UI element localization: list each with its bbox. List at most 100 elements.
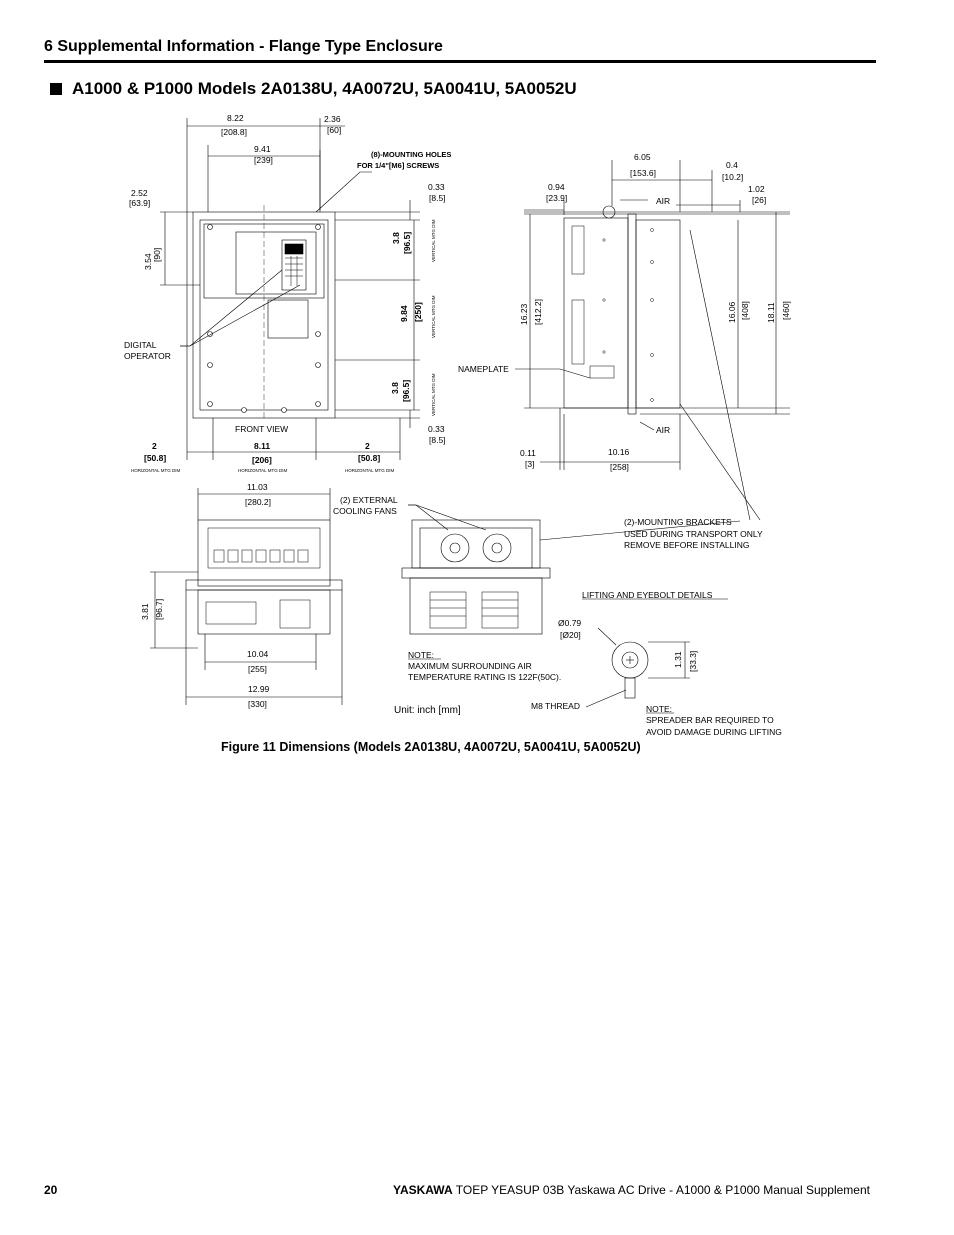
dimension-label: (2) EXTERNAL xyxy=(340,495,398,505)
dimension-label: MAXIMUM SURROUNDING AIR xyxy=(408,661,532,671)
bottom-left-flange xyxy=(185,579,343,591)
dimension-label: DIGITAL xyxy=(124,340,157,350)
bottom-view-text: 11.03 [280.2] (2) EXTERNAL COOLING FANS … xyxy=(140,482,782,737)
dimension-label: 2.52 xyxy=(131,188,148,198)
dimension-label: 2 xyxy=(365,441,370,451)
dimension-label: [3] xyxy=(525,459,534,469)
dimension-label: HORIZONTAL MTG DIM xyxy=(238,468,287,473)
dimension-label: AIR xyxy=(656,425,670,435)
dimension-label: [408] xyxy=(740,301,750,320)
dimension-label: [96.5] xyxy=(402,232,412,254)
dimension-label: [460] xyxy=(781,301,791,320)
dimension-label: 10.04 xyxy=(247,649,269,659)
dimension-label: M8 THREAD xyxy=(531,701,580,711)
dimension-label: 11.03 xyxy=(247,482,268,492)
side-view-text: 6.05 [153.6] 0.4 [10.2] 0.94 [23.9] 1.02… xyxy=(458,152,791,472)
keypad-display xyxy=(284,243,304,255)
cooling-fan-left-icon xyxy=(440,533,470,563)
dimension-label: VERTICAL MTG DIM xyxy=(431,373,436,416)
dimension-label: 0.11 xyxy=(520,448,536,458)
front-label-area xyxy=(267,299,309,339)
dimension-label: [239] xyxy=(254,155,273,165)
page-number: 20 xyxy=(44,1183,58,1197)
side-heatsink xyxy=(635,219,681,409)
dimension-label: [412.2] xyxy=(533,299,543,325)
dimension-label: [10.2] xyxy=(722,172,743,182)
dimension-label: COOLING FANS xyxy=(333,506,397,516)
page-footer: 20 YASKAWA TOEP YEASUP 03B Yaskawa AC Dr… xyxy=(44,1183,870,1197)
dimension-label: REMOVE BEFORE INSTALLING xyxy=(624,540,749,550)
dimension-label: [208.8] xyxy=(221,127,247,137)
dimension-label: [90] xyxy=(152,248,162,262)
footer-text: YASKAWA TOEP YEASUP 03B Yaskawa AC Drive… xyxy=(393,1183,870,1197)
dimension-label: 0.33 xyxy=(428,182,445,192)
bottom-view-right xyxy=(401,504,741,635)
bottom-right-body xyxy=(409,577,543,635)
front-view-text: 8.22 [208.8] 2.36 [60] 9.41 [239] (8)-MO… xyxy=(124,113,451,473)
dimension-label: 10.16 xyxy=(608,447,630,457)
dimension-label: [63.9] xyxy=(129,198,150,208)
dimension-label: [96.5] xyxy=(401,380,411,402)
square-bullet-icon xyxy=(50,83,62,95)
dimension-label: 2 xyxy=(152,441,157,451)
dimension-label: 6.05 xyxy=(634,152,651,162)
dimension-label: 0.33 xyxy=(428,424,445,434)
dimension-label: [258] xyxy=(610,462,629,472)
dimension-label: [23.9] xyxy=(546,193,567,203)
model-heading-text: A1000 & P1000 Models 2A0138U, 4A0072U, 5… xyxy=(72,79,577,98)
dimension-label: TEMPERATURE RATING IS 122F(50C). xyxy=(408,672,561,682)
dimension-label: OPERATOR xyxy=(124,351,171,361)
dimension-label: LIFTING AND EYEBOLT DETAILS xyxy=(582,590,713,600)
dimension-label: [330] xyxy=(248,699,267,709)
side-flange xyxy=(627,213,637,415)
dimension-label: HORIZONTAL MTG DIM xyxy=(131,468,180,473)
dimension-label: 1.02 xyxy=(748,184,765,194)
eyebolt-thread xyxy=(624,677,636,699)
dimension-label: FOR 1/4"[M6] SCREWS xyxy=(357,161,439,170)
dimension-label: 8.11 xyxy=(254,441,270,451)
dimension-label: NOTE: xyxy=(646,704,672,714)
dimension-label: [153.6] xyxy=(630,168,656,178)
side-rear-body xyxy=(563,217,629,409)
dimension-label: 18.11 xyxy=(766,302,776,323)
dimension-label: NAMEPLATE xyxy=(458,364,509,374)
dimension-label: 2.36 xyxy=(324,114,341,124)
dimension-label: [50.8] xyxy=(144,453,166,463)
bottom-left-heatsink xyxy=(197,589,331,635)
dimension-label: [250] xyxy=(413,302,423,322)
footer-brand: YASKAWA xyxy=(393,1183,453,1197)
dimension-label: VERTICAL MTG DIM xyxy=(431,295,436,338)
section-header: 6 Supplemental Information - Flange Type… xyxy=(44,38,443,55)
dimension-label: NOTE: xyxy=(408,650,434,660)
dimension-label: 9.41 xyxy=(254,144,271,154)
dimension-label: 12.99 xyxy=(248,684,270,694)
dimension-label: [255] xyxy=(248,664,267,674)
eyebolt-detail xyxy=(408,598,728,714)
dimension-label: [26] xyxy=(752,195,766,205)
dimension-label: 16.23 xyxy=(519,303,529,325)
dimension-label: 3.54 xyxy=(143,253,153,270)
dimension-label: AIR xyxy=(656,196,670,206)
dimension-label: AVOID DAMAGE DURING LIFTING xyxy=(646,727,782,737)
dimension-label: VERTICAL MTG DIM xyxy=(431,219,436,262)
bottom-view-left xyxy=(150,488,343,705)
dimension-drawing: 8.22 [208.8] 2.36 [60] 9.41 [239] (8)-MO… xyxy=(124,113,791,737)
dimension-label: HORIZONTAL MTG DIM xyxy=(345,468,394,473)
footer-manual-title: TOEP YEASUP 03B Yaskawa AC Drive - A1000… xyxy=(452,1183,870,1197)
dimension-label: [206] xyxy=(252,455,272,465)
dimension-label: FRONT VIEW xyxy=(235,424,288,434)
dimension-label: 1.31 xyxy=(673,651,683,668)
dimension-label: [8.5] xyxy=(429,193,446,203)
keypad xyxy=(281,239,307,291)
dimension-label: [50.8] xyxy=(358,453,380,463)
section-rule xyxy=(44,60,876,63)
dimension-label: [33.3] xyxy=(688,651,698,672)
bottom-right-flange xyxy=(401,567,551,579)
dimension-label: (2)-MOUNTING BRACKETS xyxy=(624,517,732,527)
dimension-label: [60] xyxy=(327,125,341,135)
dimension-label: [Ø20] xyxy=(560,630,581,640)
dimension-label: 8.22 xyxy=(227,113,244,123)
fan-housing xyxy=(419,527,533,569)
dimension-label: 0.4 xyxy=(726,160,738,170)
dimension-label: 3.8 xyxy=(390,382,400,394)
